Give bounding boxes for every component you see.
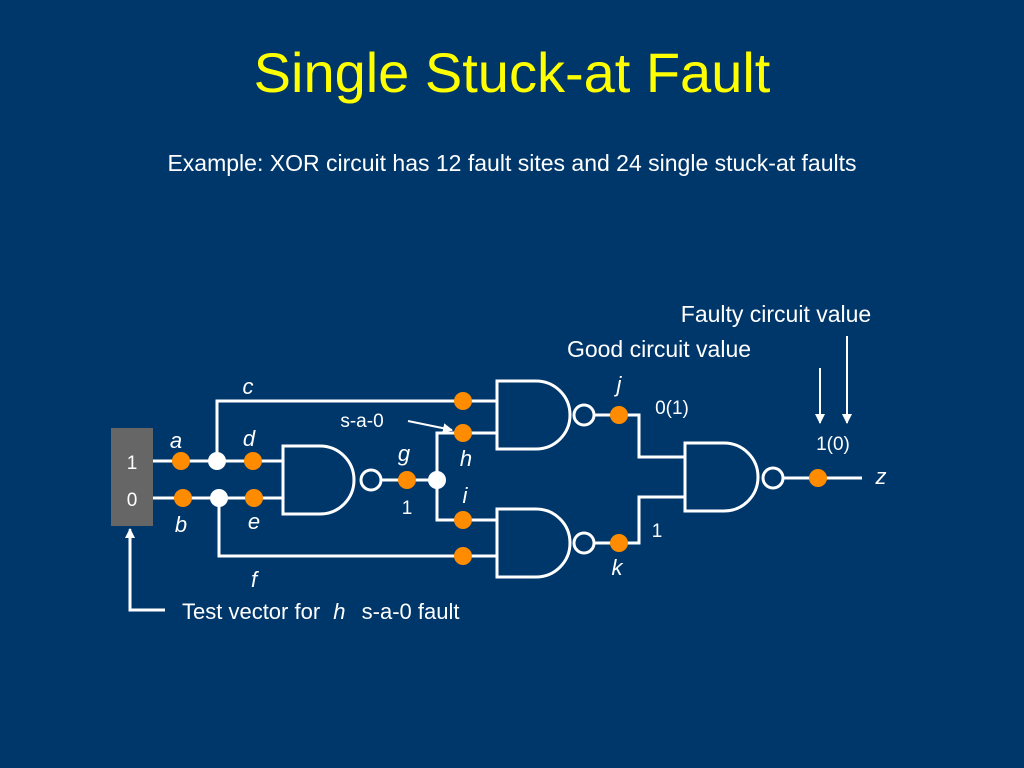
test-vector-suffix: s-a-0 fault — [362, 599, 460, 624]
fault-label: s-a-0 — [340, 411, 383, 432]
label-c: c — [243, 374, 254, 399]
fault-site-d — [244, 452, 262, 470]
label-e: e — [248, 509, 260, 534]
faulty-circuit-value-label: Faulty circuit value — [681, 301, 871, 327]
input-b-value: 0 — [127, 490, 138, 511]
fanout-junction-g — [428, 471, 446, 489]
fault-site-b — [174, 489, 192, 507]
fault-site-a — [172, 452, 190, 470]
label-i: i — [463, 483, 469, 508]
nand-gate-j — [495, 379, 596, 451]
value-k: 1 — [652, 521, 663, 542]
fault-site-f — [454, 547, 472, 565]
fault-site-g — [398, 471, 416, 489]
input-vector-box — [111, 428, 153, 526]
value-g: 1 — [402, 498, 413, 519]
slide-subtitle: Example: XOR circuit has 12 fault sites … — [167, 150, 857, 176]
label-k: k — [612, 555, 624, 580]
good-circuit-value-label: Good circuit value — [567, 336, 751, 362]
label-z: z — [875, 464, 887, 489]
nand-gate-k — [495, 507, 596, 579]
fanout-junction-a — [208, 452, 226, 470]
label-j: j — [614, 372, 623, 397]
fanout-junction-b — [210, 489, 228, 507]
nand-gate-z — [683, 441, 785, 513]
fault-site-e — [245, 489, 263, 507]
label-g: g — [398, 441, 411, 466]
label-b: b — [175, 512, 187, 537]
fault-pointer-arrow — [407, 420, 453, 434]
test-vector-prefix: Test vector for — [182, 599, 320, 624]
test-vector-caption: Test vector for h s-a-0 fault — [182, 599, 459, 624]
slide-title: Single Stuck-at Fault — [253, 41, 771, 104]
fault-site-k — [610, 534, 628, 552]
fault-site-z — [809, 469, 827, 487]
fault-site-i — [454, 511, 472, 529]
value-j: 0(1) — [655, 398, 689, 419]
value-z: 1(0) — [816, 434, 850, 455]
fault-site-h — [454, 424, 472, 442]
nand-gate-g — [281, 444, 383, 516]
fault-site-c — [454, 392, 472, 410]
fault-site-j — [610, 406, 628, 424]
test-vector-signal: h — [333, 599, 345, 624]
label-h: h — [460, 446, 472, 471]
label-f: f — [251, 567, 260, 592]
label-d: d — [243, 426, 256, 451]
input-a-value: 1 — [127, 453, 138, 474]
label-a: a — [170, 428, 182, 453]
